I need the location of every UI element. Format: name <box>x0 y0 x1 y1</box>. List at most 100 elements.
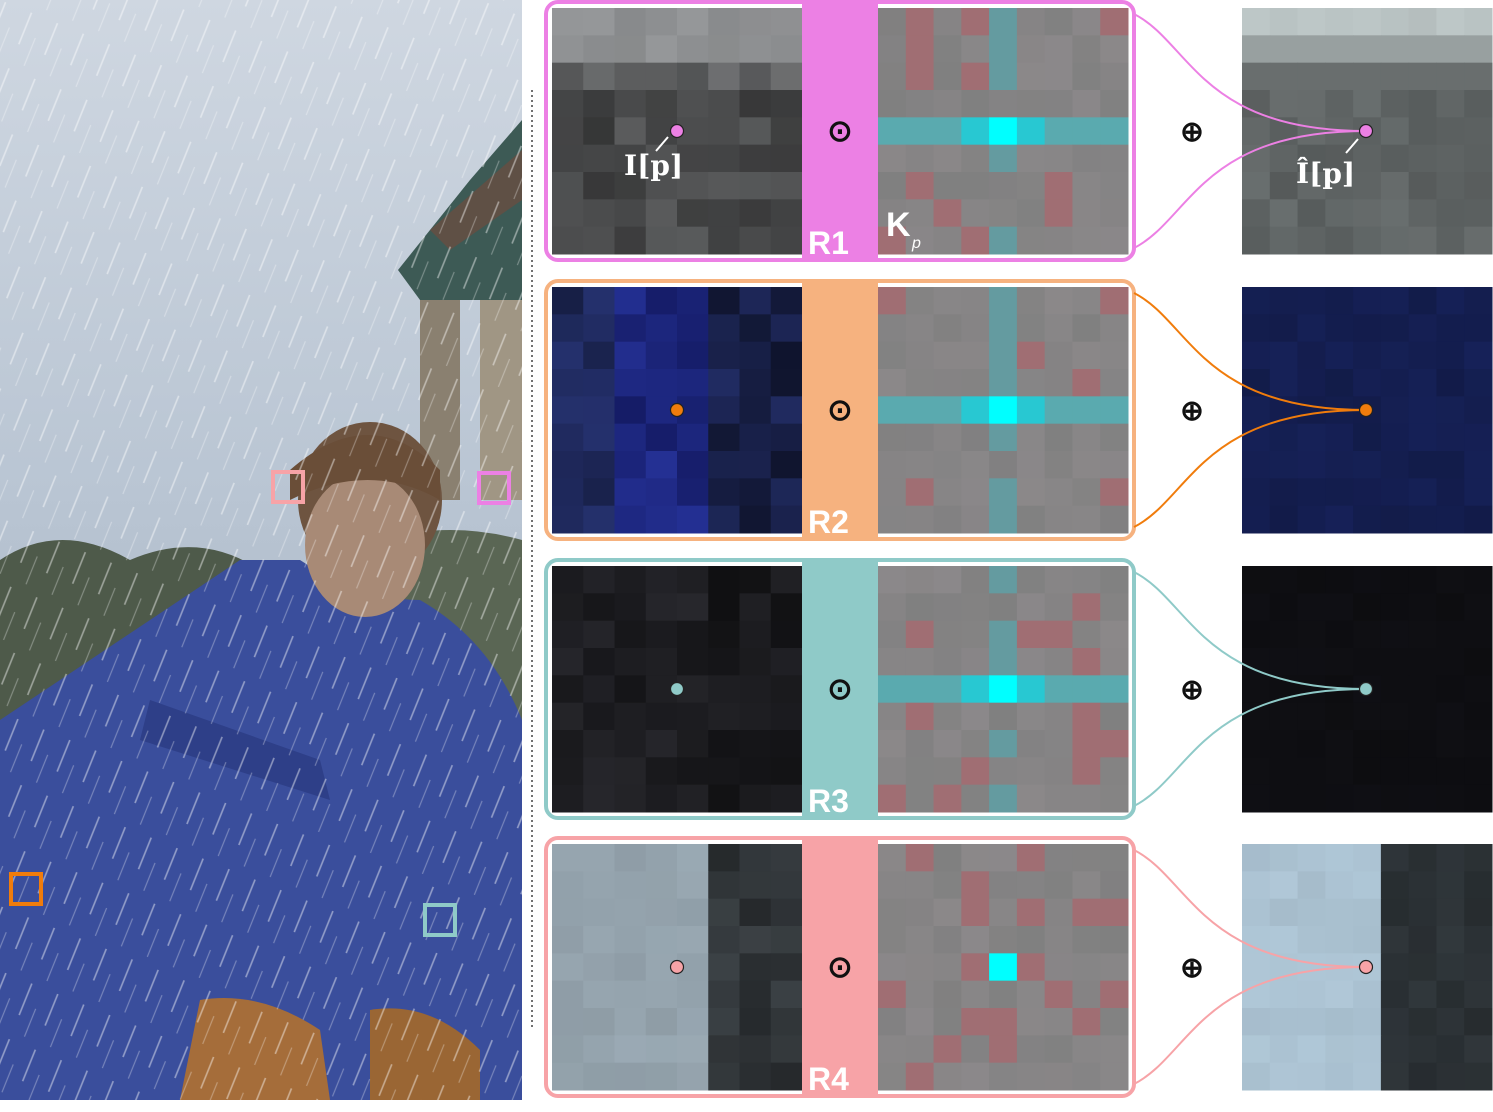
input-pixel <box>583 593 615 622</box>
input-pixel <box>770 8 803 36</box>
region-label: R3 <box>808 783 849 819</box>
kernel-pixel <box>1016 505 1046 534</box>
output-pixel <box>1464 505 1493 534</box>
connector-curve-bottom <box>1133 409 1367 528</box>
input-pixel <box>770 451 803 479</box>
kernel-pixel <box>933 35 962 64</box>
input-pixel <box>552 593 584 622</box>
kernel-pixel <box>933 1035 962 1064</box>
kernel-pixel <box>1100 199 1129 228</box>
input-pixel <box>677 505 709 534</box>
kernel-pixel <box>905 62 935 91</box>
kernel-pixel <box>961 953 990 982</box>
output-pixel <box>1464 593 1493 622</box>
kernel-pixel <box>1016 172 1046 200</box>
kernel-pixel <box>905 451 935 479</box>
input-pixel <box>708 1062 740 1091</box>
input-pixel <box>645 898 678 927</box>
kernel-pixel <box>1100 566 1129 594</box>
kernel-pixel <box>1072 566 1101 594</box>
input-pixel <box>708 8 740 36</box>
multiply-operator: ⊙ <box>827 673 852 706</box>
output-pixel <box>1297 620 1326 649</box>
kernel-pixel <box>905 757 935 786</box>
kernel-pixel <box>1016 898 1046 927</box>
kernel-pixel <box>878 784 907 813</box>
input-pixel <box>552 226 584 255</box>
output-pixel <box>1297 566 1326 594</box>
kernel-pixel <box>1016 478 1046 507</box>
output-pixel <box>1464 396 1493 425</box>
output-pixel <box>1408 8 1437 36</box>
input-pixel <box>583 35 615 64</box>
kernel-pixel <box>1072 62 1101 91</box>
input-pixel <box>770 341 803 370</box>
kernel-pixel <box>1016 314 1046 343</box>
kernel-pixel <box>961 396 990 425</box>
connector-curve-bottom <box>1133 130 1367 249</box>
kernel-pixel <box>1044 620 1073 649</box>
input-pixel <box>645 226 678 255</box>
input-pixel <box>552 287 584 315</box>
output-pixel <box>1380 757 1410 786</box>
input-pixel <box>583 980 615 1009</box>
output-pixel <box>1464 226 1493 255</box>
input-pixel <box>645 730 678 758</box>
kernel-pixel <box>1100 675 1129 704</box>
kernel-pixel <box>1044 341 1073 370</box>
kernel-pixel <box>1100 702 1129 731</box>
input-pixel <box>645 423 678 452</box>
kernel-pixel <box>905 1035 935 1064</box>
input-pixel <box>552 117 584 146</box>
kernel-pixel <box>905 90 935 118</box>
output-pixel <box>1408 287 1437 315</box>
output-pixel <box>1464 199 1493 228</box>
output-pixel <box>1380 730 1410 758</box>
kernel-pixel <box>989 62 1018 91</box>
kernel-pixel <box>989 953 1018 982</box>
input-pixel <box>708 144 740 173</box>
output-pixel <box>1325 648 1354 676</box>
input-pixel <box>770 396 803 425</box>
kernel-pixel <box>878 953 907 982</box>
output-pixel-dot <box>1358 123 1374 139</box>
output-pixel <box>1353 90 1382 118</box>
kernel-pixel <box>878 287 907 315</box>
connector-curve-top <box>1133 292 1367 411</box>
output-pixel <box>1380 172 1410 200</box>
input-pixel <box>708 844 740 872</box>
output-pixel <box>1325 423 1354 452</box>
kernel-pixel <box>933 369 962 397</box>
kernel-pixel <box>989 117 1018 146</box>
input-pixel <box>614 117 647 146</box>
input-pixel <box>583 702 615 731</box>
output-pixel <box>1297 172 1326 200</box>
output-pixel <box>1297 341 1326 370</box>
kernel-pixel <box>989 8 1018 36</box>
input-pixel <box>708 1035 740 1064</box>
input-pixel <box>677 144 709 173</box>
input-pixel <box>739 730 772 758</box>
input-pixel <box>708 784 740 813</box>
kernel-pixel <box>961 199 990 228</box>
output-pixel <box>1325 226 1354 255</box>
output-pixel <box>1408 90 1437 118</box>
input-pixel <box>614 926 647 954</box>
output-pixel <box>1242 8 1271 36</box>
output-pixel <box>1242 62 1271 91</box>
output-pixel <box>1408 566 1437 594</box>
kernel-pixel <box>961 423 990 452</box>
kernel-pixel <box>1016 341 1046 370</box>
kernel-pixel <box>1100 1035 1129 1064</box>
kernel-pixel <box>961 593 990 622</box>
input-pixel <box>708 62 740 91</box>
output-pixel <box>1436 505 1465 534</box>
output-pixel <box>1464 172 1493 200</box>
region-panel-2: ⊙R2⊕ <box>544 279 1493 541</box>
output-pixel <box>1325 478 1354 507</box>
kernel-pixel <box>1100 226 1129 255</box>
input-pixel <box>583 287 615 315</box>
input-pixel <box>614 953 647 982</box>
kernel-pixel <box>1072 702 1101 731</box>
input-pixel <box>739 396 772 425</box>
